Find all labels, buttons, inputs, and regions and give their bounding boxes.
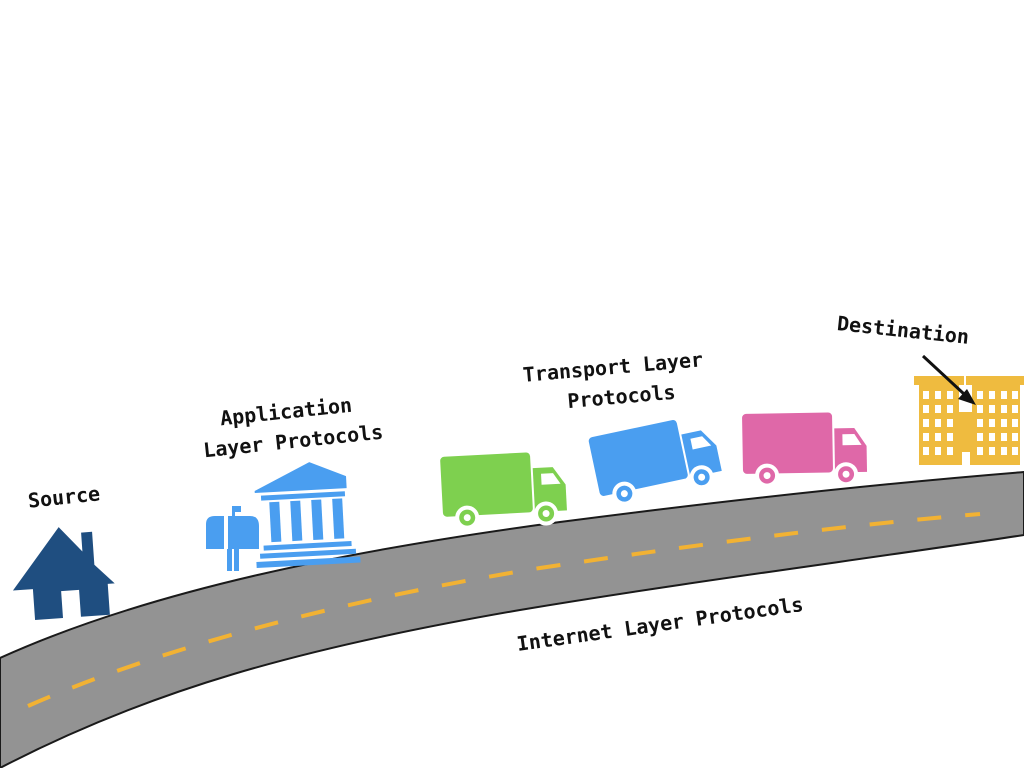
building-window xyxy=(977,447,983,455)
building-window xyxy=(1012,405,1018,413)
source-label: Source xyxy=(27,481,101,512)
building-window xyxy=(1012,433,1018,441)
building-window xyxy=(1012,419,1018,427)
building-window xyxy=(947,405,953,413)
building-window xyxy=(923,405,929,413)
destination-label: Destination xyxy=(836,311,970,349)
building-window xyxy=(977,433,983,441)
building-window xyxy=(977,419,983,427)
lane-marking xyxy=(27,512,981,708)
building-window xyxy=(1001,419,1007,427)
apartment-building-icon xyxy=(914,376,1024,465)
building-window xyxy=(947,419,953,427)
building-window xyxy=(977,405,983,413)
building-window xyxy=(935,433,941,441)
building-window xyxy=(1001,405,1007,413)
house-icon xyxy=(12,527,115,620)
building-window xyxy=(989,447,995,455)
green-truck-icon xyxy=(440,451,568,529)
arrow-icon xyxy=(921,354,976,405)
building-window xyxy=(923,419,929,427)
building-window xyxy=(989,405,995,413)
road xyxy=(0,470,1024,768)
building-window xyxy=(989,391,995,399)
transport-label-line1: Transport Layer xyxy=(522,347,704,387)
building-window xyxy=(935,419,941,427)
transport-label: Transport Layer Protocols xyxy=(522,347,704,413)
building-window xyxy=(977,391,983,399)
building-window xyxy=(935,447,941,455)
building-window xyxy=(989,419,995,427)
building-window xyxy=(923,447,929,455)
application-label: Application Layer Protocols xyxy=(202,393,384,463)
building-window xyxy=(962,452,970,465)
building-window xyxy=(935,391,941,399)
building-window xyxy=(947,433,953,441)
blue-truck-icon xyxy=(586,410,727,511)
transport-label-line2: Protocols xyxy=(566,380,676,413)
building-window xyxy=(1012,391,1018,399)
building-window xyxy=(1001,447,1007,455)
building-window xyxy=(947,447,953,455)
road-surface xyxy=(0,470,1024,768)
building-window xyxy=(1001,433,1007,441)
pink-truck-icon xyxy=(740,409,870,488)
building-window xyxy=(1012,447,1018,455)
building-window xyxy=(989,433,995,441)
mailbox-icon xyxy=(206,506,259,571)
building-window xyxy=(923,391,929,399)
bank-building-icon xyxy=(254,462,361,568)
building-window xyxy=(935,405,941,413)
building-window xyxy=(1001,391,1007,399)
building-window xyxy=(923,433,929,441)
building-window xyxy=(947,391,953,399)
